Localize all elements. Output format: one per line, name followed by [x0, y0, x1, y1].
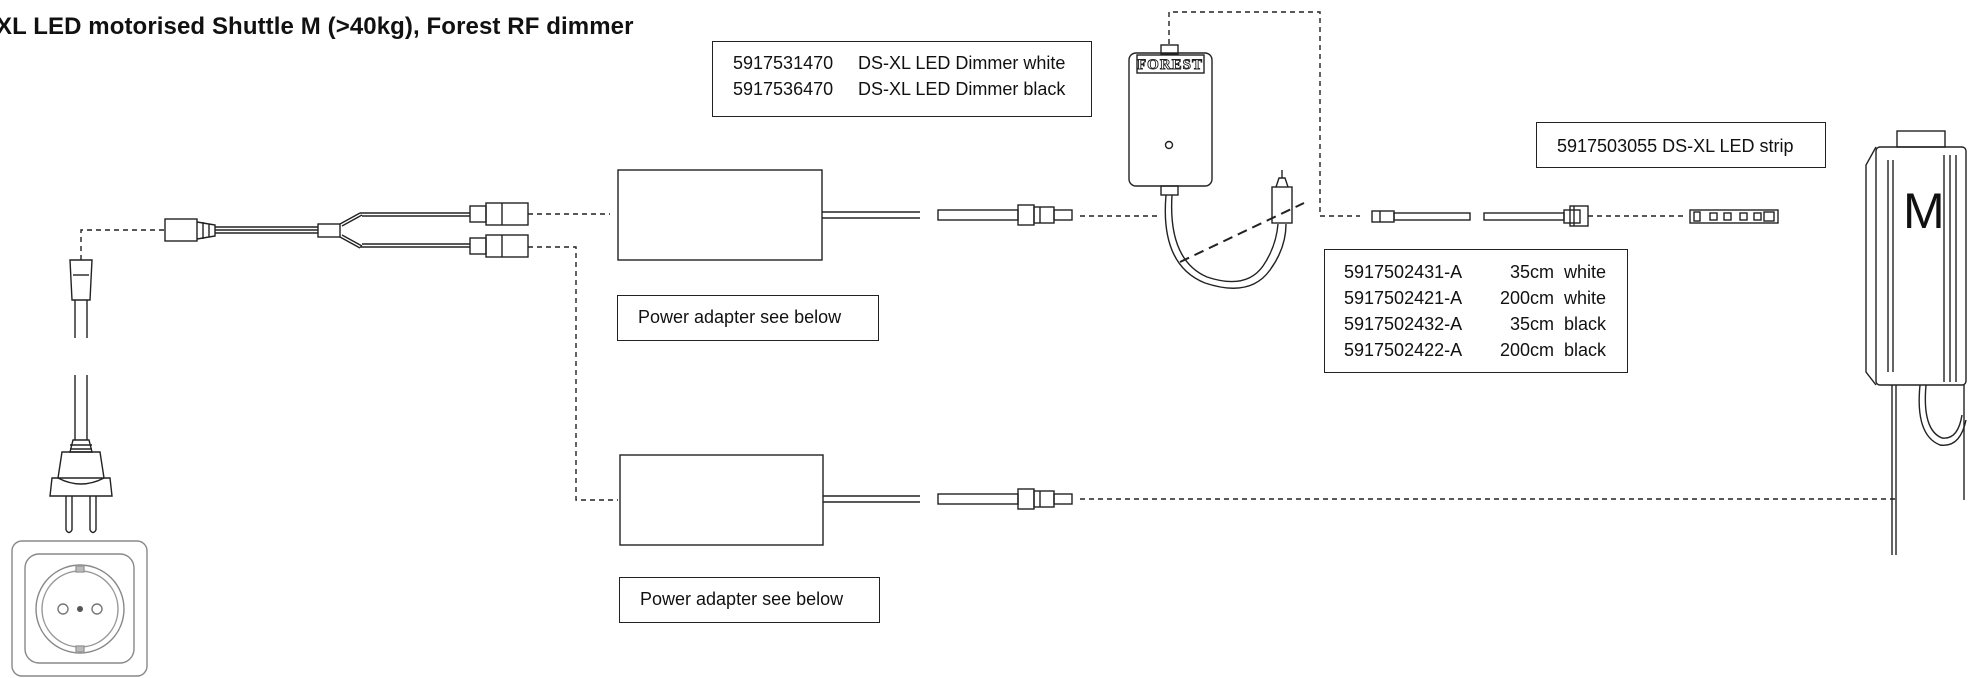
cable-code: 5917502422-A: [1344, 340, 1463, 360]
dimmer-code: 5917531470: [733, 53, 834, 73]
dimmer-label-row: 5917531470 DS-XL LED Dimmer white: [733, 50, 1091, 76]
cable-label-row: 5917502432-A 35cm black: [1344, 311, 1627, 337]
power-adapter-2: [619, 454, 1073, 546]
cable-label-row: 5917502431-A 35cm white: [1344, 259, 1627, 285]
cable-code: 5917502421-A: [1344, 288, 1463, 308]
cable-length: 200cm: [1499, 340, 1554, 360]
dimmer-label: 5917531470 DS-XL LED Dimmer white 591753…: [712, 41, 1092, 117]
forest-rf-dimmer: [1128, 44, 1293, 289]
shuttle-m-motor: [1865, 130, 1967, 555]
cable-label: 5917502431-A 35cm white 5917502421-A 200…: [1324, 249, 1628, 373]
dimmer-code: 5917536470: [733, 79, 834, 99]
wall-socket: [11, 540, 148, 677]
cable-color: white: [1564, 288, 1607, 308]
cable-code: 5917502431-A: [1344, 262, 1463, 282]
led-connection-cable: [1371, 205, 1589, 227]
cable-length: 35cm: [1509, 262, 1554, 282]
cable-label-row: 5917502422-A 200cm black: [1344, 337, 1627, 363]
led-strip-label: 5917503055 DS-XL LED strip: [1536, 122, 1826, 168]
dimmer-description: DS-XL LED Dimmer black: [858, 79, 1066, 99]
cable-code: 5917502432-A: [1344, 314, 1463, 334]
euro-plug: [49, 375, 113, 534]
diagram-title: XL LED motorised Shuttle M (>40kg), Fore…: [0, 13, 634, 40]
cable-label-row: 5917502421-A 200cm white: [1344, 285, 1627, 311]
power-adapter-label-2: Power adapter see below: [619, 577, 880, 623]
power-adapter-1: [617, 169, 1073, 261]
cable-color: black: [1564, 340, 1607, 360]
y-splitter-cable: [164, 202, 529, 258]
power-adapter-label-1: Power adapter see below: [617, 295, 879, 341]
cable-color: black: [1564, 314, 1607, 334]
motor-label: M: [1903, 183, 1945, 239]
dimmer-logo: FOREST: [1137, 57, 1203, 73]
mains-connector: [69, 259, 93, 338]
cable-length: 35cm: [1509, 314, 1554, 334]
dimmer-label-row: 5917536470 DS-XL LED Dimmer black: [733, 76, 1091, 102]
cable-color: white: [1564, 262, 1607, 282]
led-strip: [1689, 209, 1779, 224]
dimmer-description: DS-XL LED Dimmer white: [858, 53, 1066, 73]
cable-length: 200cm: [1499, 288, 1554, 308]
